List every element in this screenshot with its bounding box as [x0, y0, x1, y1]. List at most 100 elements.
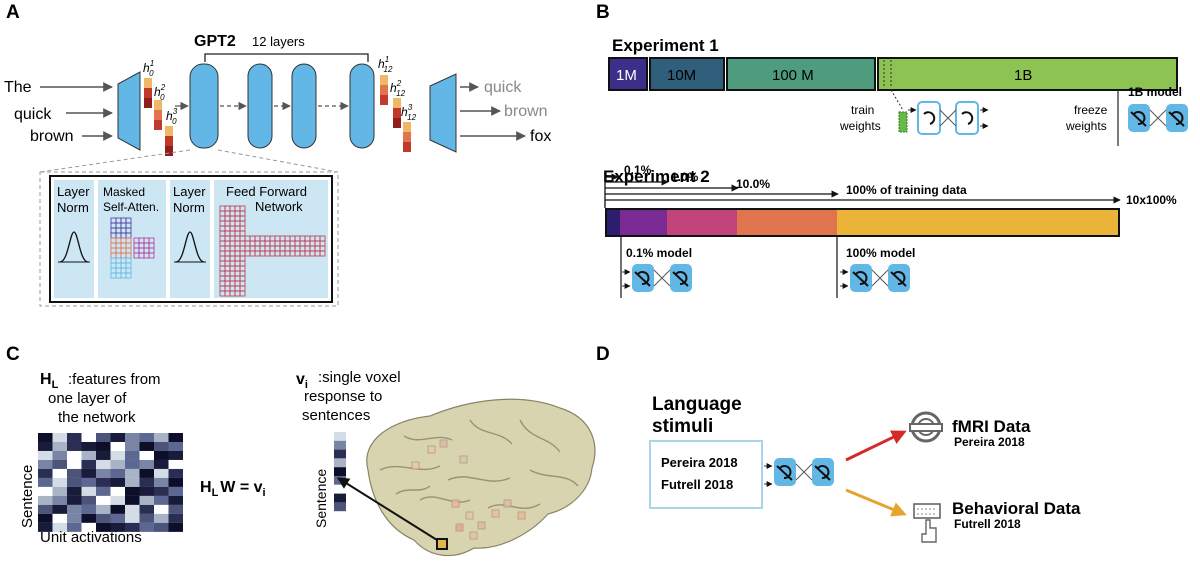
exp1-label-1m: 1M [616, 67, 637, 84]
model-01-icon [622, 263, 693, 293]
attention-line2: Self-Atten. [103, 200, 159, 214]
hl-symbol: HL [40, 371, 59, 391]
model-1b-label: 1B model [1128, 85, 1182, 99]
layer-norm-block-1 [54, 180, 94, 298]
layers-label: 12 layers [252, 34, 305, 49]
exp1-title: Experiment 1 [612, 36, 719, 55]
freeze-weights-line2: weights [1065, 119, 1107, 133]
unit-activations-label: Unit activations [40, 529, 142, 546]
output-unembedding-shape [429, 73, 457, 153]
panel-a-letter: A [6, 2, 20, 23]
exp2-fraction-100: 100% of training data [846, 183, 967, 197]
exp1-segment-1m [608, 57, 648, 91]
stimuli-box [649, 440, 763, 509]
exp2-segment-10x100 [837, 209, 1119, 236]
stimuli-item-pereira: Pereira 2018 [661, 455, 738, 470]
voxel-response-vector [334, 432, 346, 512]
vi-symbol: vi [296, 371, 308, 391]
layer-detail-frame [39, 171, 339, 307]
input-embedding-shape [117, 71, 141, 151]
gpt2-title: GPT2 [194, 33, 236, 50]
input-token-3: brown [30, 128, 74, 145]
hidden-vectors-in [144, 78, 173, 156]
model-1b-icon [1127, 103, 1189, 133]
exp2-segment-10-0 [667, 209, 737, 236]
ffn-block [214, 180, 328, 298]
layer-norm-1-line2: Norm [57, 200, 89, 215]
model-100-label: 100% model [846, 246, 915, 260]
layer-norm-1-line1: Layer [57, 184, 90, 199]
feature-heatmap [38, 433, 183, 532]
layers-bracket [204, 53, 369, 62]
gaussian-icon-1 [59, 231, 89, 263]
exp1-label-10m: 10M [667, 67, 696, 84]
exp2-fraction-10x100: 10x100% [1126, 193, 1177, 207]
panel-b-letter: B [596, 2, 610, 23]
stimuli-item-futrell: Futrell 2018 [661, 477, 733, 492]
zoom-line-left [39, 149, 191, 173]
train-weights-marker [898, 111, 908, 133]
weight-grids [110, 205, 326, 297]
exp1-segment-1b [877, 57, 1178, 91]
exp1-label-100m: 100 M [772, 67, 814, 84]
exp2-segment-1-0 [620, 209, 667, 236]
exp1-label-1b: 1B [1014, 67, 1032, 84]
input-token-1: The [4, 79, 32, 96]
fmri-title: fMRI Data [952, 417, 1031, 436]
train-weights-line1: train [851, 103, 874, 117]
ffn-line2: Network [255, 199, 303, 214]
exp1-segment-10m [649, 57, 725, 91]
behavioral-arrow [845, 488, 907, 517]
behavioral-subtitle: Futrell 2018 [954, 517, 1021, 531]
attention-line1: Masked [103, 185, 145, 199]
fmri-subtitle: Pereira 2018 [954, 435, 1025, 449]
hl-desc-line1: :features from [68, 371, 161, 388]
output-token-3: fox [530, 128, 551, 145]
voxel-arrow [336, 477, 438, 541]
hidden-vectors-out [380, 75, 411, 152]
train-weights-line2: weights [839, 119, 881, 133]
exp2-fraction-0-1: 0.1% [624, 163, 652, 177]
vi-desc-line3: sentences [302, 407, 370, 424]
brain-icon [366, 398, 596, 557]
model-01-label: 0.1% model [626, 246, 692, 260]
fmri-scanner-icon [909, 411, 943, 443]
model-100-icon [840, 263, 911, 293]
sentence-axis-label: Sentence [19, 465, 36, 528]
vi-desc-line2: response to [304, 388, 382, 405]
exp2-segment-100 [737, 209, 837, 236]
hl-desc-line2: one layer of [48, 390, 127, 407]
stimuli-title-line2: stimuli [652, 416, 713, 437]
transformer-layers [175, 63, 375, 149]
layer-norm-2-line2: Norm [173, 200, 205, 215]
layer-norm-block-2 [170, 180, 210, 298]
exp2-bar [605, 208, 1120, 237]
exp1-bar [608, 57, 1178, 91]
exp2-fraction-1-0: 1.0% [671, 170, 699, 184]
ffn-line1: Feed Forward [226, 184, 307, 199]
panel-d-model-icon [764, 457, 835, 487]
stimuli-title-line1: Language [652, 394, 742, 415]
panel-c-letter: C [6, 344, 20, 365]
gaussian-icon-2 [175, 231, 205, 263]
fmri-arrow [845, 430, 907, 462]
output-token-2: brown [504, 103, 548, 120]
hl-desc-line3: the network [58, 409, 136, 426]
attention-block [98, 180, 166, 298]
layer-norm-2-line1: Layer [173, 184, 206, 199]
zoom-line-right [217, 149, 339, 173]
exp1-marker-leader [890, 89, 904, 111]
exp2-title: Experiment 2 [603, 167, 710, 186]
exp1-segment-100m [726, 57, 876, 91]
sentence-axis-label-2: Sentence [313, 469, 329, 528]
freeze-weights-line1: freeze [1074, 103, 1108, 117]
exp2-fraction-10-0: 10.0% [736, 177, 770, 191]
behavioral-title: Behavioral Data [952, 499, 1081, 518]
output-token-1: quick [484, 79, 522, 96]
